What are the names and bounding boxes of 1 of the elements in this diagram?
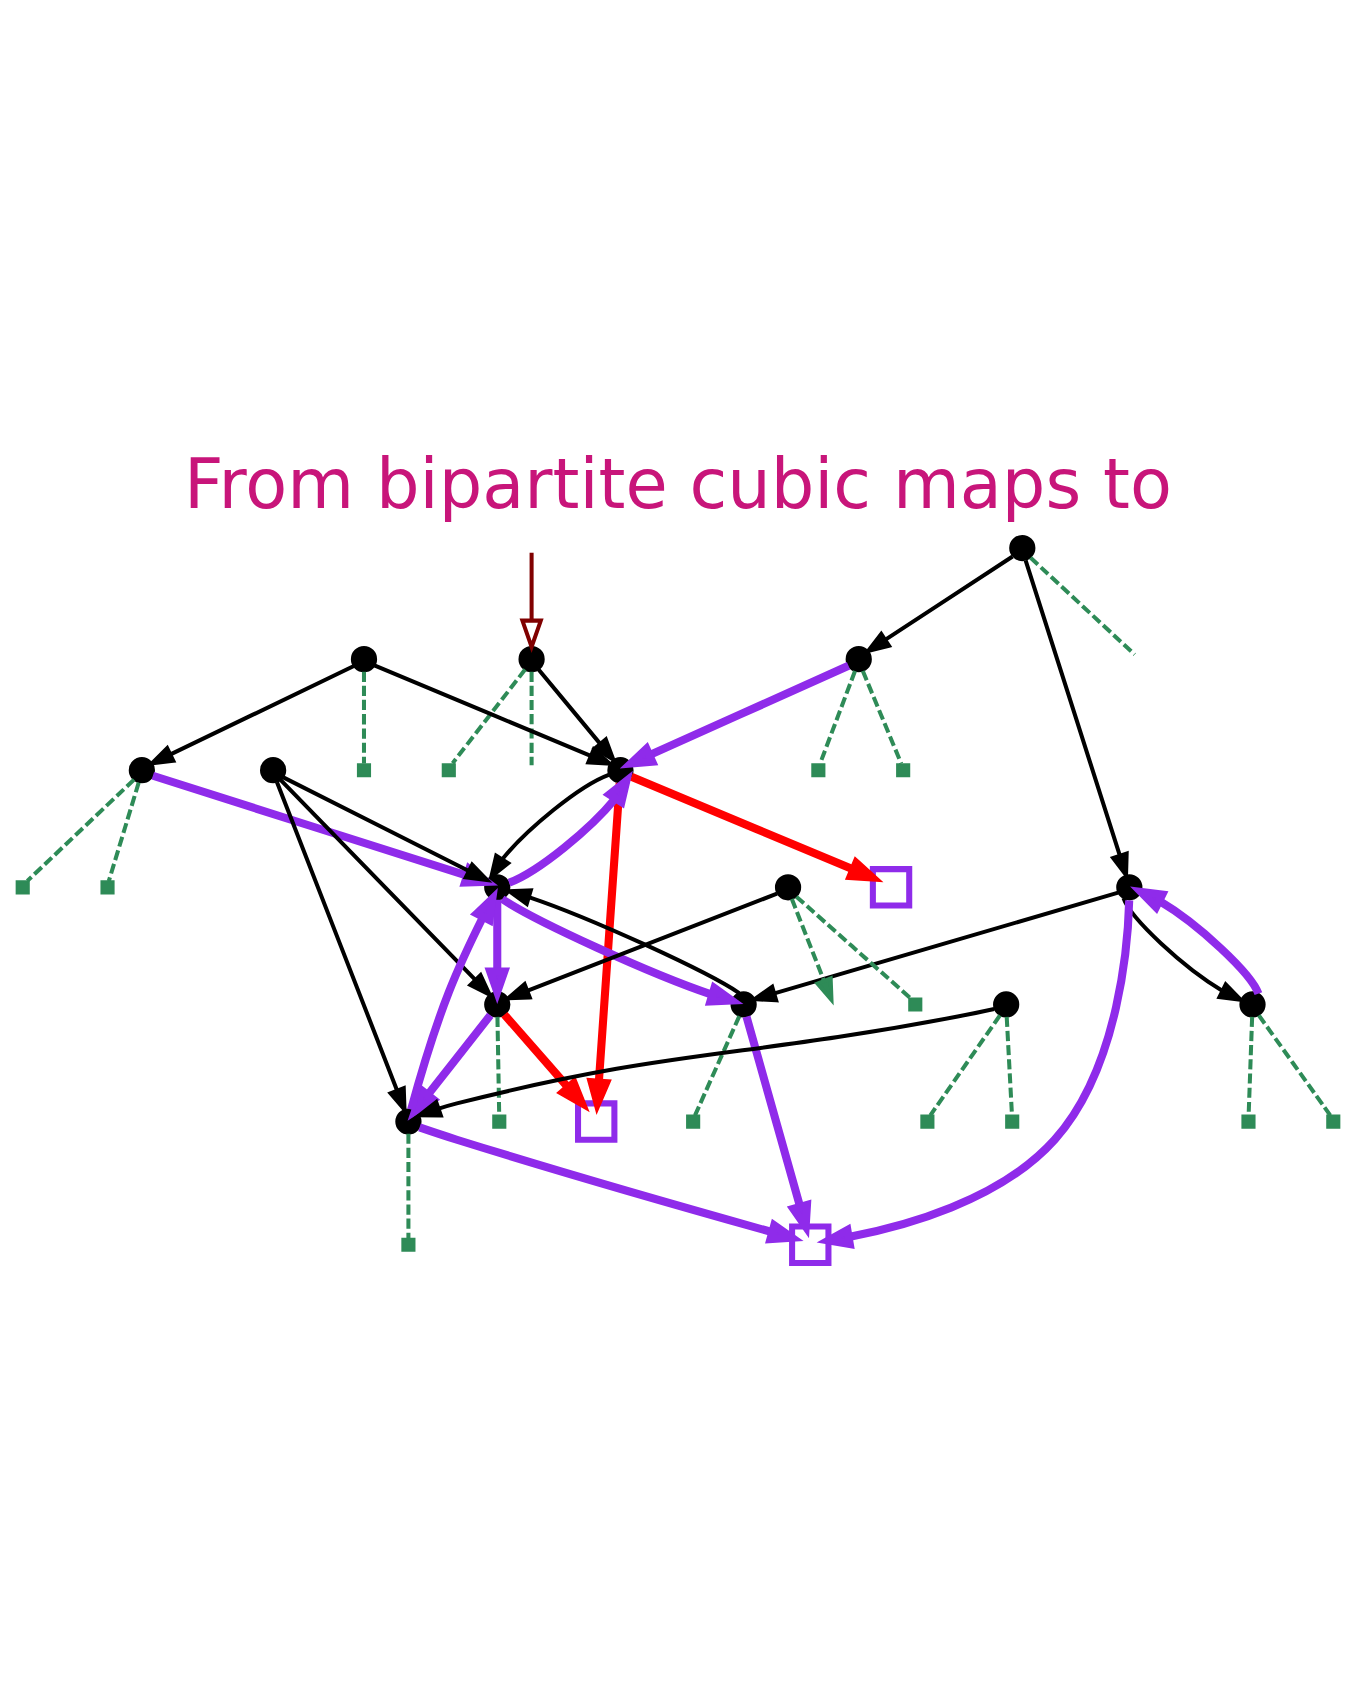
diagram-title: From bipartite cubic maps to xyxy=(184,443,1172,524)
